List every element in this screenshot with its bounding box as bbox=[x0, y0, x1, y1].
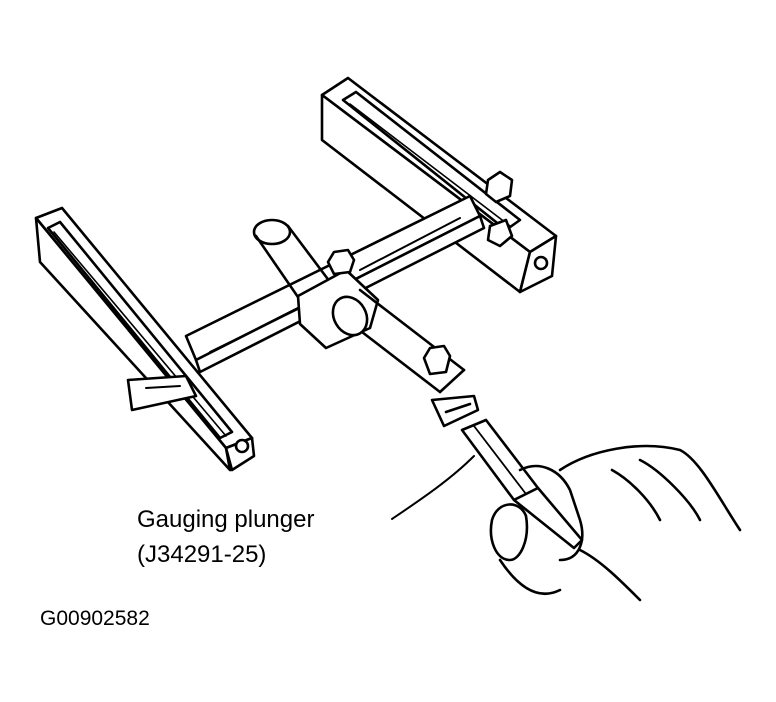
figure-id: G00902582 bbox=[40, 607, 150, 630]
leader-line bbox=[391, 455, 475, 520]
cylinder-body bbox=[252, 218, 480, 428]
callout-label-part-number: (J34291-25) bbox=[137, 541, 267, 568]
far-rail bbox=[320, 76, 558, 294]
hand bbox=[489, 444, 742, 602]
near-rail bbox=[34, 206, 256, 472]
callout-label-name: Gauging plunger bbox=[137, 506, 315, 533]
